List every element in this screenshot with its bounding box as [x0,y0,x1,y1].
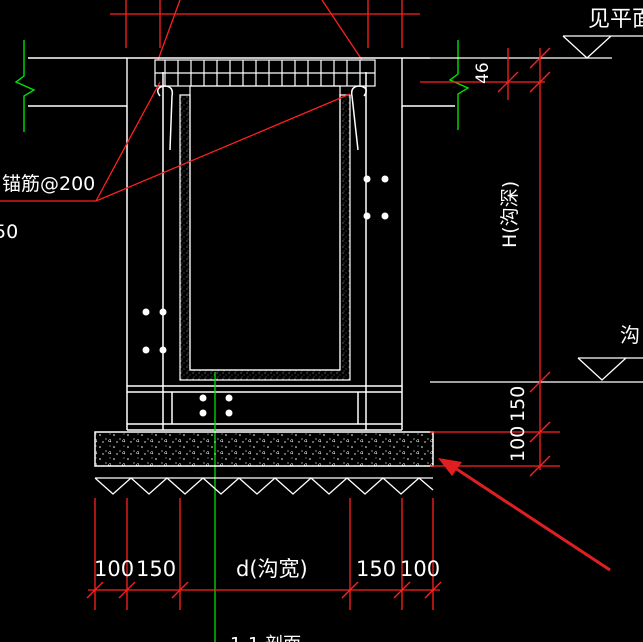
ground-deck [28,57,455,107]
anchor-leader [0,81,351,202]
break-symbol-left [14,40,36,132]
dim-trench-width: d(沟宽) [236,557,308,581]
anchor-hooks [157,85,367,151]
dim-150-vertical: 150 [507,386,529,422]
label-left-cut: 50 [0,221,18,243]
section-caption: 1-1 剖面 [230,634,301,642]
dim-100-vertical: 100 [507,426,529,462]
pointer-arrow [438,458,611,572]
grate-cover [154,59,376,87]
dim-150-left: 150 [136,557,176,581]
right-dimension-lines [430,35,643,383]
dim-100-left: 100 [94,557,134,581]
label-see-plan: 见平面 [588,7,643,32]
dim-150-right: 150 [356,557,396,581]
right-red-dims [420,47,560,477]
trench-walls [126,72,403,431]
top-red-dimensions [110,0,420,61]
label-anchor-rebar: 锚筋@200 [2,173,95,195]
label-right-mid: 沟 [620,323,640,347]
dim-46: 46 [473,62,493,84]
label-trench-depth: H(沟深) [499,181,521,248]
soil-hatch [94,477,434,495]
concrete-cushion [94,431,434,467]
dim-100-right: 100 [400,557,440,581]
break-symbol-right [448,40,470,130]
bottom-dimensions [86,498,442,610]
rebar-dots [142,175,389,417]
